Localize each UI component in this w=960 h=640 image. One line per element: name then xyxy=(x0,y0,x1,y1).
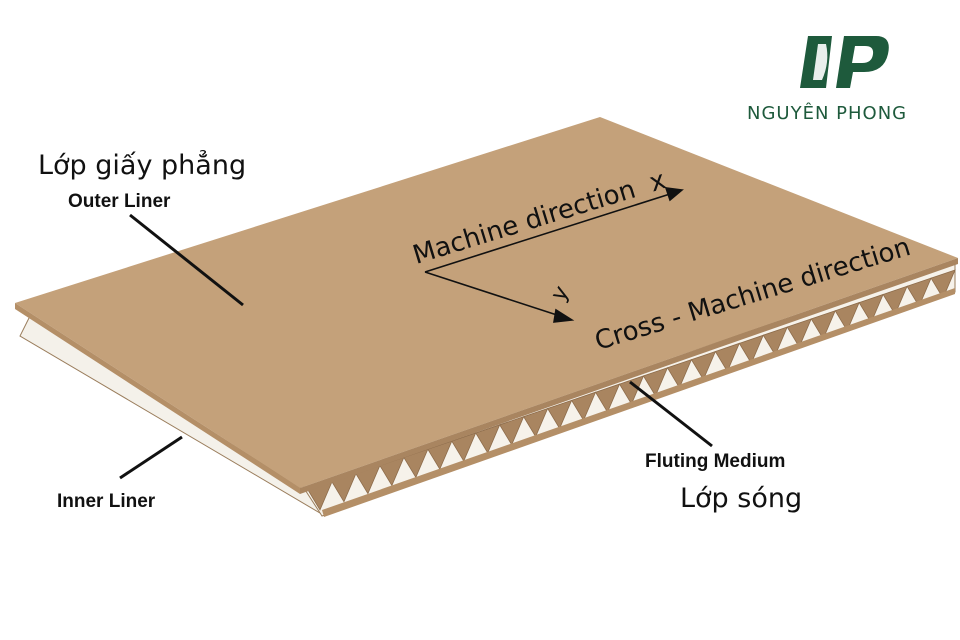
outer-liner-sheet xyxy=(15,117,958,488)
flute-wave xyxy=(762,326,788,356)
logo-monogram-p xyxy=(836,36,889,88)
flute-waves xyxy=(307,269,956,511)
outer-liner-edge-right xyxy=(300,258,958,494)
outer-liner-label-vi: Lớp giấy phẳng xyxy=(38,150,247,181)
flute-wave xyxy=(427,440,453,471)
flute-wave xyxy=(930,269,956,299)
flute-wave xyxy=(834,301,860,332)
flute-wave xyxy=(570,391,597,422)
machine-direction-arrow xyxy=(424,187,684,273)
flute-wave xyxy=(786,318,812,348)
flute-wave xyxy=(475,424,501,454)
flute-wave xyxy=(451,432,477,462)
flute-wave xyxy=(858,293,884,324)
outer-liner-leader xyxy=(129,213,244,307)
flute-wave xyxy=(666,358,693,389)
logo-monogram-d xyxy=(813,44,828,80)
flute-wave xyxy=(523,407,549,438)
fluting-medium-label-en: Fluting Medium xyxy=(645,451,786,472)
flute-wave xyxy=(618,375,645,405)
outer-liner-edge xyxy=(15,303,300,494)
flute-wave xyxy=(547,399,573,430)
flute-wave xyxy=(738,334,765,365)
flute-wave xyxy=(714,342,741,373)
flute-wave xyxy=(810,310,836,340)
flute-wave xyxy=(642,367,669,397)
flute-wave xyxy=(499,415,525,446)
logo-wordmark: NGUYÊN PHONG xyxy=(747,103,908,124)
flute-wave xyxy=(906,277,932,308)
outer-liner-label-en: Outer Liner xyxy=(68,191,171,212)
flute-wave xyxy=(690,350,717,381)
flute-wave xyxy=(882,285,908,316)
flute-wave xyxy=(594,383,621,414)
cross-machine-direction-arrow xyxy=(424,271,575,323)
inner-liner-leader xyxy=(119,435,183,480)
bottom-liner-edge xyxy=(322,288,955,517)
fluting-medium-label-vi: Lớp sóng xyxy=(680,483,803,514)
fluting-medium-leader xyxy=(629,380,713,448)
nguyen-phong-logo xyxy=(800,36,889,88)
inner-liner-label-en: Inner Liner xyxy=(57,491,156,512)
